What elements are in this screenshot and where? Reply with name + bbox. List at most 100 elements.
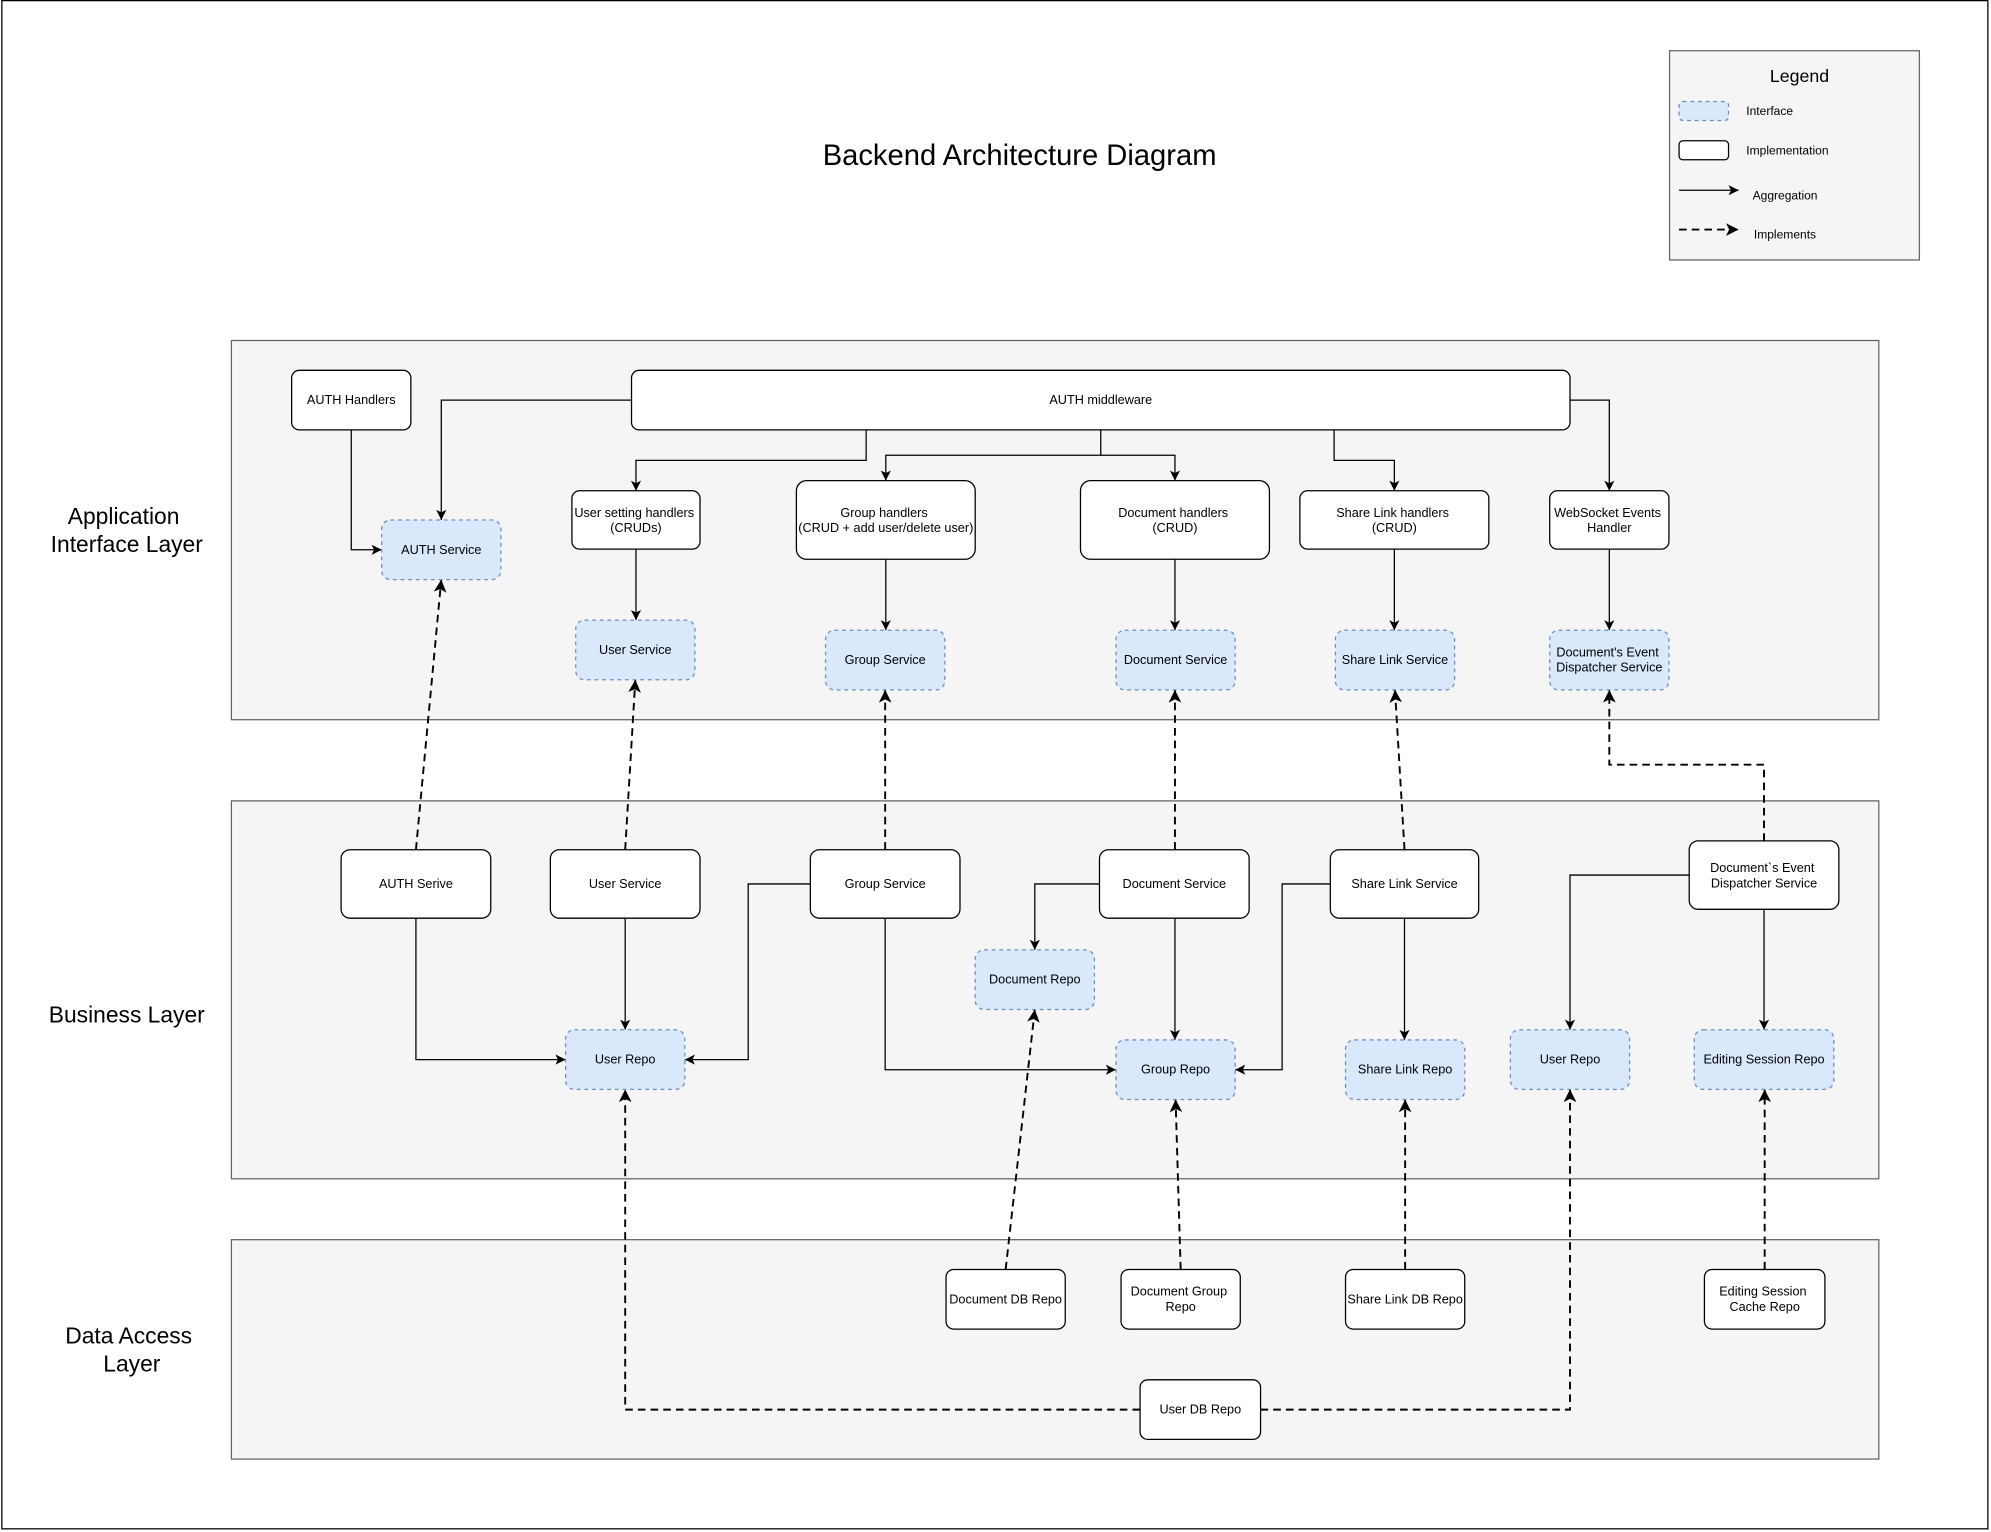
- application-interface-layer-label: Application Interface Layer: [51, 503, 204, 557]
- node-auth-serive: AUTH Serive: [340, 849, 492, 919]
- layer-label-line: Layer: [103, 1350, 160, 1376]
- edge-document-db-repo-implements-document-repo: [1004, 1009, 1040, 1270]
- edge-share-link-service-to-group-repo: [1235, 883, 1331, 1075]
- node-label-line: User setting handlers: [574, 506, 694, 520]
- node-group-repo-interface: Group Repo: [1115, 1039, 1236, 1101]
- edge-user-db-repo-implements-user-repo: [618, 1089, 1141, 1411]
- node-label-line: (CRUD + add user/delete user): [798, 521, 973, 535]
- node-event-dispatcher-service-interface: Document's Event Dispatcher Service: [1549, 629, 1670, 691]
- layer-label-line: Business Layer: [49, 1002, 205, 1028]
- node-label-line: Handler: [1587, 521, 1632, 535]
- node-document-service-interface: Document Service: [1115, 629, 1236, 691]
- node-document-db-repo: Document DB Repo: [945, 1268, 1066, 1330]
- edge-group-service-to-group-repo: [884, 918, 1116, 1075]
- node-label: User DB Repo: [1159, 1403, 1241, 1417]
- node-label: Share Link handlers (CRUD): [1336, 506, 1452, 535]
- legend-title: Legend: [1770, 66, 1829, 86]
- node-document-repo-interface: Document Repo: [974, 949, 1096, 1011]
- edge-group-service-to-user-repo: [684, 883, 811, 1065]
- node-label-line: Document`s Event: [1710, 861, 1815, 875]
- node-label-line: WebSocket Events: [1554, 506, 1661, 520]
- legend: Legend Interface Implementation Aggregat…: [1668, 50, 1921, 261]
- node-label: Group Repo: [1141, 1063, 1210, 1077]
- node-label-line: (CRUDs): [610, 521, 661, 535]
- node-label: Share Link Service: [1351, 877, 1457, 891]
- node-user-repo-2-interface: User Repo: [1509, 1029, 1631, 1091]
- edge-auth-middleware-to-auth-service: [436, 399, 632, 520]
- legend-implements-label: Implements: [1754, 228, 1816, 242]
- node-label-line: Editing Session: [1719, 1285, 1806, 1299]
- node-document-handlers: Document handlers (CRUD): [1079, 480, 1271, 560]
- layer-label-line: Application: [68, 503, 180, 529]
- node-share-link-service-interface: Share Link Service: [1334, 629, 1456, 691]
- data-access-layer-label: Data Access Layer: [65, 1322, 198, 1376]
- aggregation-edges: [350, 399, 1770, 1075]
- node-websocket-events-handler: WebSocket Events Handler: [1549, 490, 1670, 550]
- node-label: Document Repo: [989, 973, 1081, 987]
- edge-document-group-repo-implements-group-repo: [1169, 1099, 1183, 1270]
- legend-interface-label: Interface: [1746, 104, 1793, 118]
- node-group-handlers: Group handlers (CRUD + add user/delete u…: [795, 480, 976, 560]
- edge-event-dispatcher-implements-event-dispatcher-service: [1602, 689, 1765, 841]
- node-label: User Repo: [595, 1053, 656, 1067]
- node-editing-session-cache-repo: Editing Session Cache Repo: [1703, 1268, 1826, 1330]
- node-label: Document Service: [1123, 877, 1227, 891]
- node-label-line: Document handlers: [1118, 506, 1228, 520]
- node-document-group-repo: Document Group Repo: [1120, 1268, 1241, 1330]
- node-label: Document Group Repo: [1131, 1285, 1231, 1314]
- node-event-dispatcher-service: Document`s Event Dispatcher Service: [1688, 840, 1840, 910]
- node-user-db-repo: User DB Repo: [1139, 1379, 1262, 1441]
- legend-aggregation-label: Aggregation: [1753, 188, 1818, 202]
- node-document-service: Document Service: [1098, 849, 1250, 919]
- edge-auth-serive-implements-auth-service: [414, 579, 447, 850]
- node-label-line: (CRUD): [1372, 521, 1417, 535]
- node-auth-service-interface: AUTH Service: [381, 519, 502, 581]
- node-label: Document's Event Dispatcher Service: [1556, 645, 1662, 674]
- node-label: Editing Session Repo: [1703, 1053, 1824, 1067]
- node-label-line: Dispatcher Service: [1556, 661, 1662, 675]
- legend-implementation-swatch: [1678, 140, 1730, 161]
- node-label-line: Dispatcher Service: [1711, 876, 1817, 890]
- node-label: Share Link Repo: [1358, 1063, 1452, 1077]
- node-label: User Repo: [1540, 1053, 1601, 1067]
- node-group-service: Group Service: [809, 849, 961, 919]
- node-editing-session-repo-interface: Editing Session Repo: [1693, 1029, 1835, 1091]
- node-auth-middleware: AUTH middleware: [630, 369, 1571, 431]
- edge-auth-middleware-to-group-handlers: [880, 429, 1102, 481]
- node-label: Group handlers (CRUD + add user/delete u…: [798, 506, 973, 535]
- node-label: Editing Session Cache Repo: [1719, 1285, 1810, 1314]
- node-label-line: Share Link handlers: [1336, 506, 1449, 520]
- node-label: Group Service: [845, 877, 926, 891]
- edge-auth-serive-to-user-repo: [415, 918, 566, 1065]
- edge-auth-middleware-to-websocket-handler: [1570, 399, 1615, 491]
- edge-user-db-repo-implements-user-repo-2: [1260, 1089, 1577, 1411]
- edge-auth-middleware-to-document-handlers: [1100, 454, 1181, 481]
- node-user-service-interface: User Service: [575, 619, 696, 681]
- node-label: Document handlers (CRUD): [1118, 506, 1231, 535]
- node-share-link-service: Share Link Service: [1329, 849, 1480, 919]
- edge-document-service-to-document-repo: [1029, 883, 1100, 950]
- edge-share-link-service-implements-share-link-service: [1389, 689, 1406, 850]
- edge-user-service-implements-user-service: [624, 679, 641, 850]
- node-label: User Service: [589, 877, 662, 891]
- node-label: AUTH Service: [401, 543, 481, 557]
- node-share-link-handlers: Share Link handlers (CRUD): [1299, 490, 1490, 550]
- node-label: User Service: [599, 643, 672, 657]
- node-group-service-interface: Group Service: [824, 629, 946, 691]
- node-label: Share Link Service: [1342, 653, 1448, 667]
- node-label-line: Repo: [1166, 1300, 1196, 1314]
- node-label: AUTH Handlers: [307, 393, 396, 407]
- node-label-line: Cache Repo: [1729, 1300, 1799, 1314]
- diagram-title: Backend Architecture Diagram: [823, 140, 1217, 172]
- node-share-link-repo-interface: Share Link Repo: [1344, 1039, 1466, 1101]
- node-label: Document Service: [1124, 653, 1228, 667]
- node-label: Document DB Repo: [949, 1292, 1062, 1306]
- node-label: AUTH middleware: [1049, 393, 1152, 407]
- implements-edges: [414, 579, 1772, 1411]
- legend-implementation-label: Implementation: [1746, 143, 1828, 157]
- legend-interface-swatch: [1678, 100, 1730, 122]
- node-label-line: Document's Event: [1556, 645, 1659, 659]
- node-label-line: (CRUD): [1152, 521, 1197, 535]
